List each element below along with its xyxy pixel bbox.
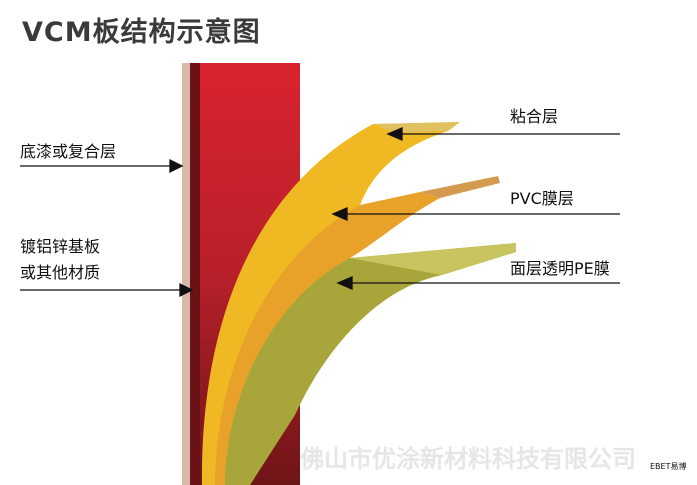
pvc-tip [420,176,500,198]
arrow-icon [169,158,184,174]
arrow-icon [331,207,348,221]
label-primer: 底漆或复合层 [20,142,117,161]
brand-mark: EBET易博 [650,462,687,471]
arrow-icon [179,282,194,298]
watermark: 佛山市优涂新材料科技有限公司 [300,445,636,473]
substrate-dark-edge [190,63,200,485]
label-substrate-1: 镀铝锌基板 [20,237,101,256]
arrow-icon [336,276,353,290]
label-pe: 面层透明PE膜 [510,259,610,278]
label-pvc: PVC膜层 [510,189,574,208]
page-title: VCM板结构示意图 [22,17,261,48]
primer-strip [182,63,190,485]
adhesive-tip [373,122,460,133]
pe-layer [225,243,516,485]
label-substrate-2: 或其他材质 [20,263,101,282]
pe-tip [350,243,516,275]
arrow-icon [386,127,403,141]
label-adhesive: 粘合层 [510,107,559,126]
